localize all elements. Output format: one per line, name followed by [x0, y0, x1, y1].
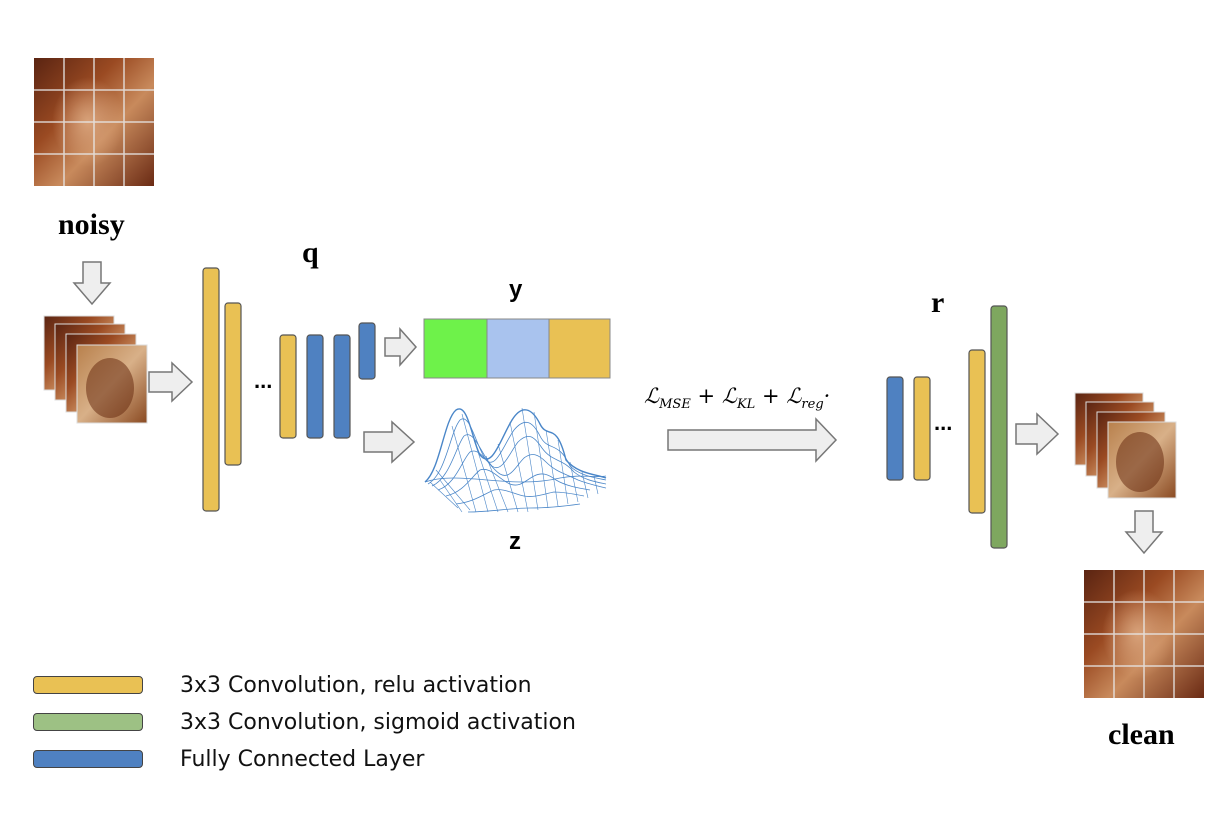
legend-swatch-relu [33, 676, 143, 694]
right-arrow-icon [363, 420, 416, 464]
right-arrow-icon [1015, 412, 1060, 456]
decoder-ellipsis: ... [934, 410, 953, 435]
y-label: y [509, 276, 523, 303]
output-patch-stack [1074, 392, 1177, 499]
relu-conv-layer [224, 302, 242, 466]
right-arrow-icon [148, 361, 194, 403]
legend-swatch-fc [33, 750, 143, 768]
legend-label-relu: 3x3 Convolution, relu activation [180, 673, 532, 698]
r-label: r [931, 286, 945, 319]
right-arrow-icon [384, 327, 418, 367]
encoder-ellipsis: ... [254, 368, 273, 393]
clean-image [1084, 570, 1204, 698]
clean-label: clean [1108, 718, 1175, 751]
down-arrow-icon [1124, 510, 1164, 555]
fc-layer [306, 334, 324, 439]
loss-arrow-icon [667, 417, 838, 463]
noisy-label: noisy [58, 208, 125, 241]
legend-swatch-sigmoid [33, 713, 143, 731]
z-label: z [509, 528, 521, 555]
relu-conv-layer [968, 349, 986, 514]
encoder-q [202, 267, 376, 512]
relu-conv-layer [913, 376, 931, 481]
fc-layer [886, 376, 904, 481]
fc-layer [333, 334, 351, 439]
down-arrow-icon [72, 261, 112, 306]
relu-conv-layer [202, 267, 220, 512]
legend-label-fc: Fully Connected Layer [180, 747, 425, 772]
y-vector [423, 318, 611, 379]
legend-label-sigmoid: 3x3 Convolution, sigmoid activation [180, 710, 576, 735]
noisy-image [34, 58, 154, 186]
input-patch-stack [43, 315, 148, 424]
sigmoid-conv-layer [990, 305, 1008, 549]
relu-conv-layer [279, 334, 297, 439]
z-gaussian-mesh [424, 407, 607, 513]
fc-layer [358, 322, 376, 380]
q-label: q [302, 236, 319, 269]
loss-formula: ℒMSE + ℒKL + ℒreg· [644, 384, 831, 413]
decoder-r [886, 305, 1008, 549]
